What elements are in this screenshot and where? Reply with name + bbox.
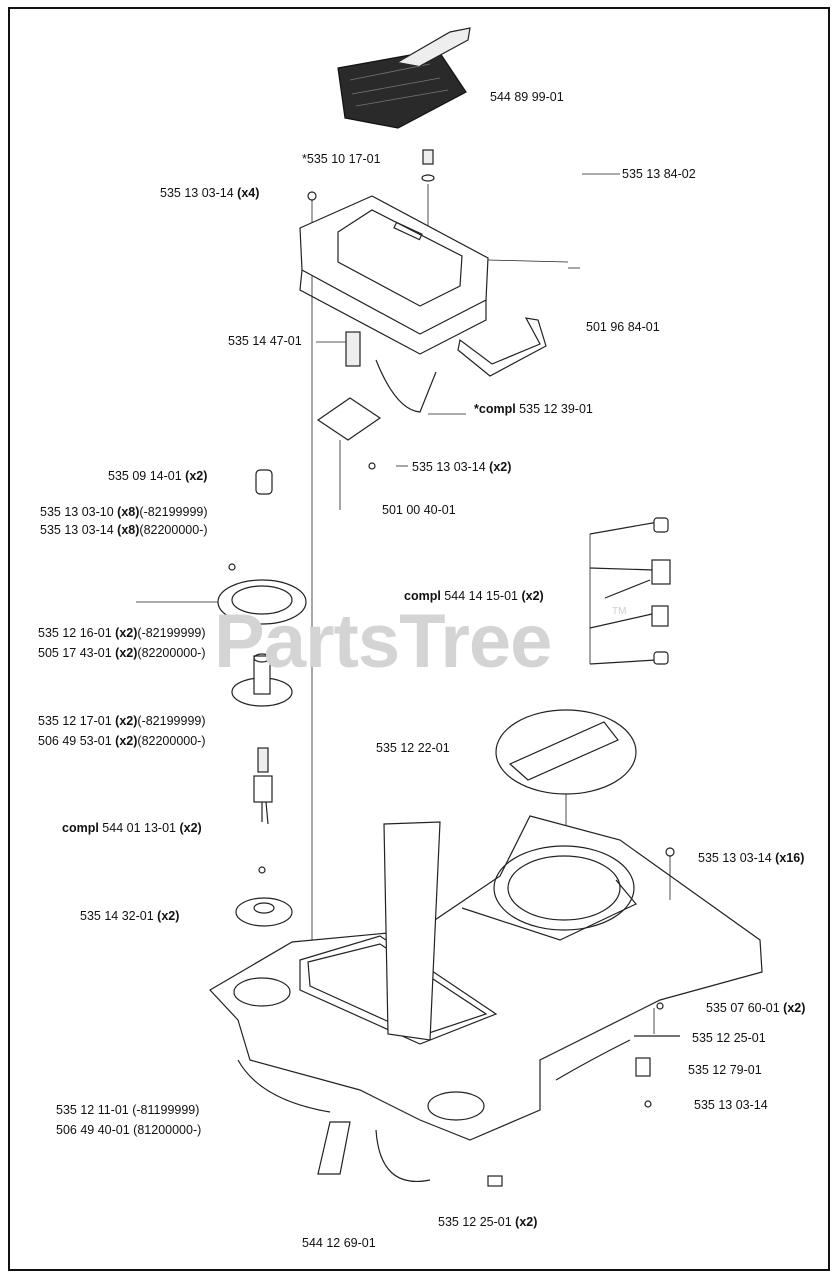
- label-535-10-17-01[interactable]: *535 10 17-01: [302, 152, 381, 166]
- label-535-12-39-01[interactable]: *compl 535 12 39-01: [474, 402, 593, 416]
- small-hardware-parts: [487, 847, 680, 1187]
- label-505-17-43-01[interactable]: 505 17 43-01 (x2)(82200000-): [38, 646, 206, 660]
- label-501-00-40-01[interactable]: 501 00 40-01: [382, 503, 456, 517]
- label-544-14-15-01[interactable]: compl 544 14 15-01 (x2): [404, 589, 544, 603]
- label-535-12-25-01[interactable]: 535 12 25-01: [692, 1031, 766, 1045]
- chassis-part: [209, 815, 763, 1182]
- label-535-13-03-14-x2[interactable]: 535 13 03-14 (x2): [412, 460, 512, 474]
- label-535-12-11-01[interactable]: 535 12 11-01 (-81199999): [56, 1103, 200, 1117]
- label-535-13-03-14-x4[interactable]: 535 13 03-14 (x4): [160, 186, 260, 200]
- label-535-12-22-01[interactable]: 535 12 22-01: [376, 741, 450, 755]
- blade-disc-part: [495, 709, 637, 904]
- trademark-mark: TM: [612, 606, 627, 617]
- bracket-part: [316, 397, 408, 510]
- label-535-13-03-10[interactable]: 535 13 03-10 (x8)(-82199999): [40, 505, 208, 519]
- label-506-49-53-01[interactable]: 506 49 53-01 (x2)(82200000-): [38, 734, 206, 748]
- label-535-12-25-01-x2[interactable]: 535 12 25-01 (x2): [438, 1215, 538, 1229]
- bushing-part: [255, 469, 273, 495]
- label-501-96-84-01[interactable]: 501 96 84-01: [586, 320, 660, 334]
- label-506-49-40-01[interactable]: 506 49 40-01 (81200000-): [56, 1123, 202, 1137]
- label-544-01-13-01[interactable]: compl 544 01 13-01 (x2): [62, 821, 202, 835]
- label-544-89-99-01[interactable]: 544 89 99-01: [490, 90, 564, 104]
- label-535-12-16-01[interactable]: 535 12 16-01 (x2)(-82199999): [38, 626, 206, 640]
- label-535-12-79-01[interactable]: 535 12 79-01: [688, 1063, 762, 1077]
- cable-part: [375, 359, 466, 415]
- seal-part: [136, 563, 307, 625]
- diagram-frame: [8, 7, 830, 1271]
- label-544-12-69-01[interactable]: 544 12 69-01: [302, 1236, 376, 1250]
- label-535-13-84-02[interactable]: 535 13 84-02: [622, 167, 696, 181]
- label-535-12-17-01[interactable]: 535 12 17-01 (x2)(-82199999): [38, 714, 206, 728]
- label-535-14-32-01[interactable]: 535 14 32-01 (x2): [80, 909, 180, 923]
- cover-part: [299, 195, 489, 355]
- washer-part: [258, 866, 266, 874]
- cap-part: [235, 897, 293, 927]
- guide-part: [231, 653, 293, 707]
- handle-part: [457, 317, 547, 377]
- sensor-assembly-part: [253, 747, 273, 825]
- label-535-09-14-01[interactable]: 535 09 14-01 (x2): [108, 469, 208, 483]
- label-535-13-03-14-x16[interactable]: 535 13 03-14 (x16): [698, 851, 805, 865]
- sensor-part: [316, 331, 361, 367]
- label-535-13-03-14-x8[interactable]: 535 13 03-14 (x8)(82200000-): [40, 523, 208, 537]
- keypad-overlay-part: [337, 27, 471, 129]
- screw-part: [307, 191, 317, 960]
- label-535-13-03-14[interactable]: 535 13 03-14: [694, 1098, 768, 1112]
- parts-tree-watermark: PartsTree: [214, 599, 552, 684]
- flat-cable-part: [317, 1121, 351, 1175]
- label-535-07-60-01[interactable]: 535 07 60-01 (x2): [706, 1001, 806, 1015]
- kit-parts: [651, 517, 671, 665]
- label-535-14-47-01[interactable]: 535 14 47-01: [228, 334, 302, 348]
- kit-bracket-lines: [589, 521, 659, 665]
